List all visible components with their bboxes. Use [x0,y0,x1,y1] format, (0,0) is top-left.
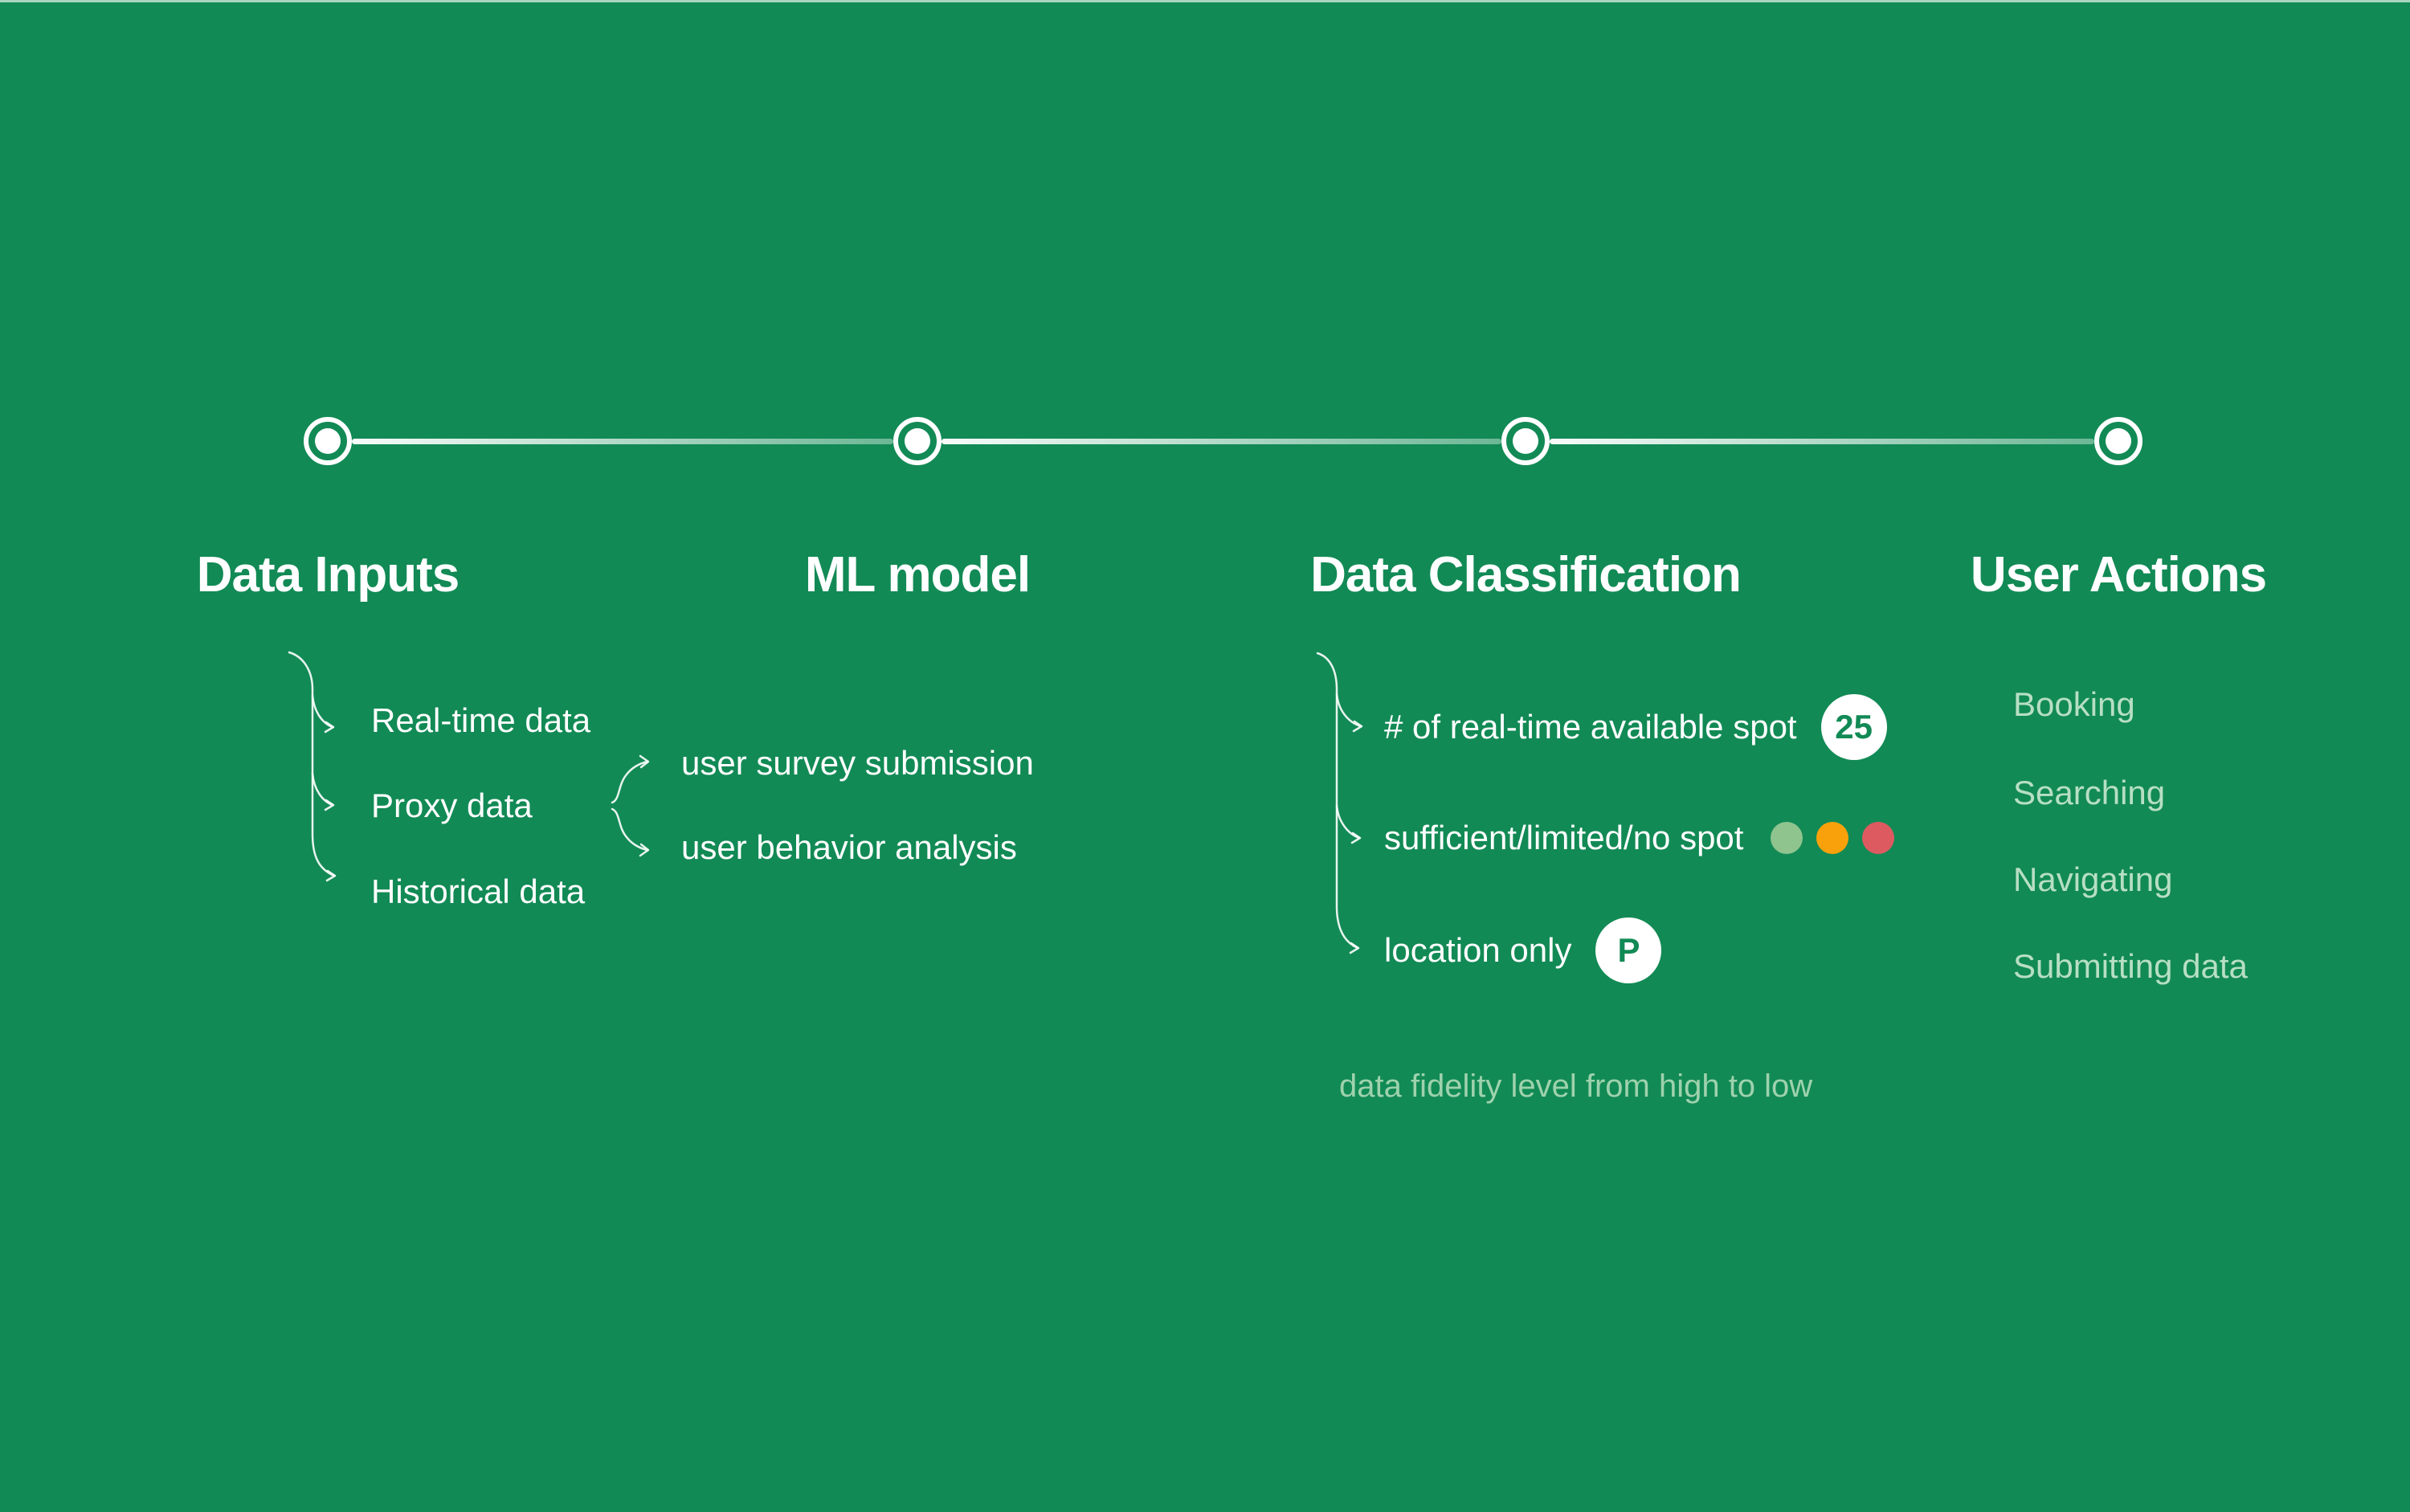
ml-model-item: user survey submission [681,744,1034,782]
timeline-node-icon [2094,417,2142,465]
classification-item-label: location only [1384,931,1572,969]
user-action-item: Booking [2013,685,2135,723]
data-input-item: Proxy data [371,787,533,824]
parking-badge-letter: P [1617,931,1640,969]
timeline-segment [352,439,893,444]
timeline-node-icon [304,417,352,465]
classification-row: # of real-time available spot 25 [1384,694,1887,760]
user-action-item: Navigating [2013,860,2173,898]
parking-badge: P [1595,917,1662,983]
timeline-node-core [905,428,930,454]
fidelity-dots [1771,822,1895,854]
stage-title-data-classification: Data Classification [1310,547,1742,603]
timeline-node-core [1513,428,1538,454]
ml-model-split-connector-arrow [611,754,650,857]
data-classification-branch-connector-arrow [1316,652,1363,954]
user-action-item: Submitting data [2013,947,2248,985]
classification-row: sufficient/limited/no spot [1384,815,1895,860]
ml-model-item: user behavior analysis [681,828,1017,866]
user-action-item: Searching [2013,774,2166,811]
timeline-node-core [315,428,341,454]
limited-dot-icon [1816,822,1849,854]
timeline-segment [942,439,1501,444]
timeline-node-core [2106,428,2131,454]
classification-row: location only P [1384,917,1662,983]
classification-item-label: # of real-time available spot [1384,708,1797,746]
available-count-badge: 25 [1820,694,1887,760]
data-input-item: Real-time data [371,701,591,739]
top-edge-highlight [0,0,2410,2]
stage-title-data-inputs: Data Inputs [196,547,460,603]
data-input-item: Historical data [371,872,586,910]
timeline-node-icon [1501,417,1550,465]
timeline-segment [1550,439,2094,444]
no-spot-dot-icon [1862,822,1895,854]
sufficient-dot-icon [1771,822,1803,854]
available-count-value: 25 [1835,708,1873,746]
timeline-node-icon [893,417,942,465]
stage-title-ml-model: ML model [804,547,1031,603]
fidelity-note: data fidelity level from high to low [1339,1069,1813,1104]
data-inputs-branch-connector-arrow [288,651,337,882]
stage-title-user-actions: User Actions [1970,547,2267,603]
classification-item-label: sufficient/limited/no spot [1384,819,1744,856]
